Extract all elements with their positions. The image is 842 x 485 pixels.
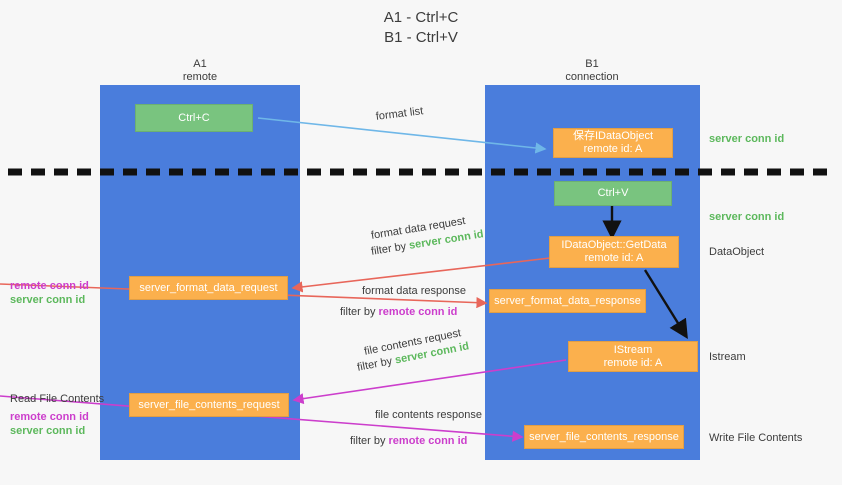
edge-label-file-contents-response-filter: filter by remote conn id xyxy=(350,434,467,448)
annotation-right-server-conn-id-2: server conn id xyxy=(709,211,785,223)
box-server-format-data-request-label: server_format_data_request xyxy=(139,281,278,294)
box-save-idataobject[interactable]: 保存IDataObject remote id: A xyxy=(553,128,673,158)
edge-label-file-contents-response: file contents response xyxy=(375,409,483,421)
annotation-right-server-conn-id-1: server conn id xyxy=(709,133,785,145)
box-server-format-data-response-label: server_format_data_response xyxy=(494,294,641,307)
box-ctrl-v[interactable]: Ctrl+V xyxy=(554,181,672,206)
lane-b1-name: B1 xyxy=(585,58,599,70)
box-server-file-contents-response-label: server_file_contents_response xyxy=(529,430,679,443)
edge-label-format-data-response-filter: filter by remote conn id xyxy=(340,305,457,319)
box-save-idataobject-line2: remote id: A xyxy=(583,143,643,155)
filter-prefix-4: filter by xyxy=(350,435,389,447)
box-ctrl-v-label: Ctrl+V xyxy=(597,187,629,199)
box-ctrl-c-label: Ctrl+C xyxy=(178,111,210,124)
annotation-left-read-file-contents: Read File Contents xyxy=(10,393,105,405)
annotation-right-write-file-contents: Write File Contents xyxy=(709,432,803,444)
lane-a1-name: A1 xyxy=(193,58,207,70)
annotation-left-remote-conn-id-1: remote conn id xyxy=(10,280,89,292)
filter-prefix-2: filter by xyxy=(340,306,379,318)
annotation-right-dataobject: DataObject xyxy=(709,246,765,258)
edge-label-format-list: format list xyxy=(375,105,424,123)
filter-prefix-3: filter by xyxy=(356,354,397,374)
annotation-left-server-conn-id-2: server conn id xyxy=(10,425,86,437)
annotation-left-server-conn-id-1: server conn id xyxy=(10,294,86,306)
filter-prefix-1: filter by xyxy=(370,239,411,258)
box-getdata-line2: remote id: A xyxy=(584,252,644,264)
filter-key-remote-conn-id-1: remote conn id xyxy=(378,306,458,318)
box-getdata-line1: IDataObject::GetData xyxy=(561,239,667,251)
box-server-format-data-response[interactable]: server_format_data_response xyxy=(489,289,646,313)
box-save-idataobject-line1: 保存IDataObject xyxy=(572,130,654,142)
box-istream-line2: remote id: A xyxy=(603,356,663,369)
lane-a1-sub: remote xyxy=(182,71,218,83)
annotation-left-remote-conn-id-2: remote conn id xyxy=(10,411,89,423)
box-idataobject-getdata[interactable]: IDataObject::GetData remote id: A xyxy=(549,236,679,268)
box-server-file-contents-request[interactable]: server_file_contents_request xyxy=(129,393,289,417)
box-server-file-contents-request-label: server_file_contents_request xyxy=(138,398,280,411)
lane-header-b1: B1 connection xyxy=(522,58,662,84)
title-line-1: A1 - Ctrl+C xyxy=(383,9,459,26)
box-istream-line1: IStream xyxy=(613,343,653,356)
filter-key-remote-conn-id-2: remote conn id xyxy=(388,435,468,447)
edge-label-format-data-response: format data response xyxy=(362,285,466,297)
lane-header-a1: A1 remote xyxy=(130,58,270,84)
page-title: A1 - Ctrl+C B1 - Ctrl+V xyxy=(0,8,842,48)
box-ctrl-c[interactable]: Ctrl+C xyxy=(135,104,253,132)
box-server-file-contents-response[interactable]: server_file_contents_response xyxy=(524,425,684,449)
box-server-format-data-request[interactable]: server_format_data_request xyxy=(129,276,288,300)
box-istream[interactable]: IStream remote id: A xyxy=(568,341,698,372)
lane-b1-sub: connection xyxy=(565,71,619,83)
title-line-2: B1 - Ctrl+V xyxy=(384,29,458,46)
annotation-right-istream: Istream xyxy=(709,351,746,363)
